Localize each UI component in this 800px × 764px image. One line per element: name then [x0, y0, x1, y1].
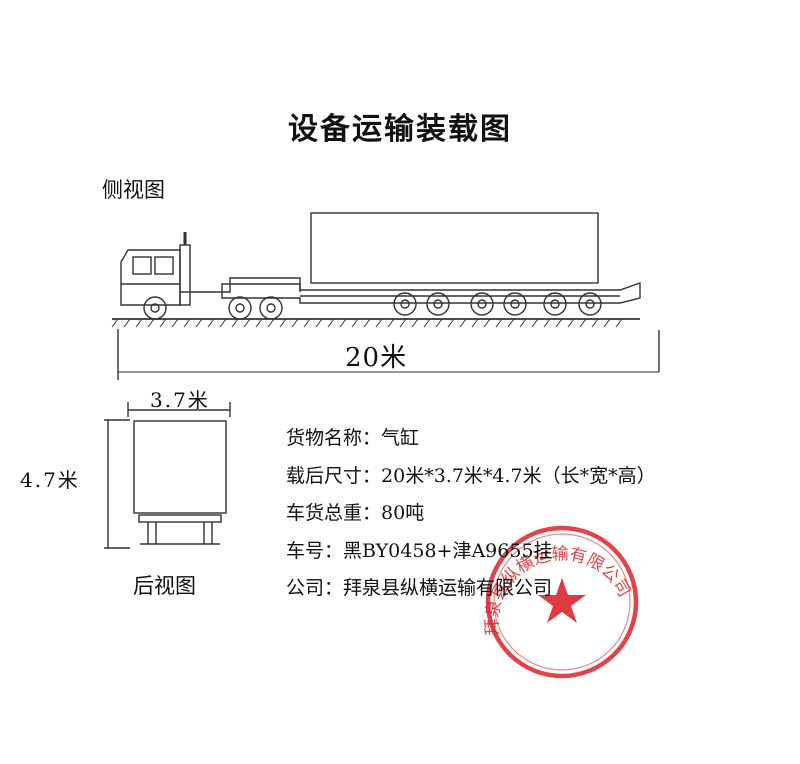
cargo-info-block: 货物名称：气缸 载后尺寸：20米*3.7米*4.7米（长*宽*高） 车货总重：8…: [286, 420, 656, 608]
page-title: 设备运输装载图: [288, 112, 512, 147]
info-row-loaded-size: 载后尺寸：20米*3.7米*4.7米（长*宽*高）: [286, 464, 656, 487]
tractor-cab: [120, 249, 181, 306]
seal-star-icon: [538, 578, 586, 623]
wheels: [143, 292, 602, 320]
length-dimension: 20米: [345, 343, 408, 373]
trailer-deck: [221, 282, 641, 304]
info-row-company: 公司：拜泉县纵横运输有限公司: [286, 577, 553, 599]
info-row-cargo-name: 货物名称：气缸: [286, 427, 420, 449]
rear-view-label: 后视图: [133, 574, 196, 598]
side-view-label: 侧视图: [102, 178, 165, 202]
info-row-gross-weight: 车货总重：80吨: [286, 502, 425, 524]
rear-view-drawing: [104, 402, 231, 549]
rear-cargo-box: [133, 420, 227, 514]
height-dimension: 4.7米: [20, 468, 80, 492]
side-view-drawing: [111, 212, 660, 380]
width-dimension: 3.7米: [150, 388, 210, 412]
info-row-plate-number: 车号：黑BY0458+津A9655挂: [286, 539, 553, 562]
side-cargo-box: [310, 212, 599, 284]
